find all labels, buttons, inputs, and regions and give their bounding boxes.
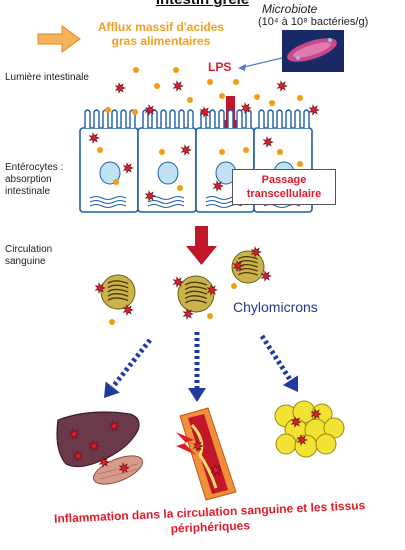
fat-droplet bbox=[113, 179, 119, 185]
fat-droplet bbox=[297, 161, 303, 167]
adipocyte bbox=[316, 434, 336, 454]
fat-droplet bbox=[219, 93, 225, 99]
fat-droplet bbox=[297, 95, 303, 101]
fat-droplet bbox=[97, 147, 103, 153]
adipocyte-cluster bbox=[275, 401, 344, 457]
blue-arrow bbox=[104, 340, 150, 398]
enterocytes-label: Entérocytes : absorption intestinale bbox=[5, 162, 95, 198]
fat-droplet bbox=[159, 149, 165, 155]
adipocyte bbox=[276, 434, 296, 454]
fat-droplet bbox=[243, 147, 249, 153]
blood-vessel-image bbox=[180, 408, 236, 500]
fat-droplet bbox=[187, 97, 193, 103]
bacteria-pointer-line bbox=[240, 58, 282, 68]
passage-box: Passage transcellulaire bbox=[232, 169, 336, 205]
chylomicron bbox=[178, 276, 214, 312]
lumiere-label: Lumière intestinale bbox=[5, 72, 95, 84]
bacteria-pointer-head bbox=[238, 64, 246, 71]
fat-droplet bbox=[133, 67, 139, 73]
fat-droplet bbox=[154, 83, 160, 89]
chylomicron-body bbox=[178, 276, 214, 312]
blue-arrows bbox=[104, 332, 298, 402]
fat-droplet bbox=[219, 149, 225, 155]
fat-droplet bbox=[177, 185, 183, 191]
lps-marker bbox=[278, 81, 288, 91]
nucleus bbox=[158, 162, 178, 184]
fat-droplet bbox=[207, 79, 213, 85]
fat-droplet bbox=[269, 100, 275, 106]
fat-droplet bbox=[109, 319, 115, 325]
chylomicron-body bbox=[101, 275, 135, 309]
lps-marker bbox=[310, 105, 320, 115]
fat-droplet bbox=[173, 67, 179, 73]
chylomicron bbox=[101, 275, 135, 309]
microbiote-count: (10⁴ à 10⁸ bactéries/g) bbox=[258, 16, 368, 28]
blue-arrow bbox=[262, 336, 298, 392]
lps-marker bbox=[116, 83, 126, 93]
fat-droplet bbox=[105, 107, 111, 113]
blue-arrow-shaft bbox=[113, 340, 150, 387]
fat-droplet bbox=[254, 94, 260, 100]
afflux-label: Afflux massif d'acides gras alimentaires bbox=[86, 20, 236, 48]
fat-droplet bbox=[207, 313, 213, 319]
blue-arrow-head bbox=[188, 388, 206, 402]
fat-droplet bbox=[233, 79, 239, 85]
afflux-arrow bbox=[38, 26, 80, 52]
microvilli bbox=[85, 110, 135, 128]
microvilli bbox=[259, 110, 309, 128]
blue-arrow bbox=[188, 332, 206, 402]
fat-droplet bbox=[132, 109, 138, 115]
lps-label: LPS bbox=[208, 60, 231, 74]
diagram-title: Intestin grêle bbox=[0, 0, 405, 8]
fat-droplet bbox=[277, 149, 283, 155]
circulation-label: Circulation sanguine bbox=[5, 244, 95, 268]
passage-label: Passage transcellulaire bbox=[233, 173, 335, 201]
blue-arrow-shaft bbox=[262, 336, 290, 380]
chylomicrons-label: Chylomicrons bbox=[233, 299, 318, 315]
red-arrow-middle bbox=[186, 226, 217, 265]
bacteria-image bbox=[282, 30, 344, 72]
lps-marker bbox=[174, 81, 184, 91]
fat-droplet bbox=[231, 283, 237, 289]
microbiote-label: Microbiote bbox=[262, 2, 317, 16]
